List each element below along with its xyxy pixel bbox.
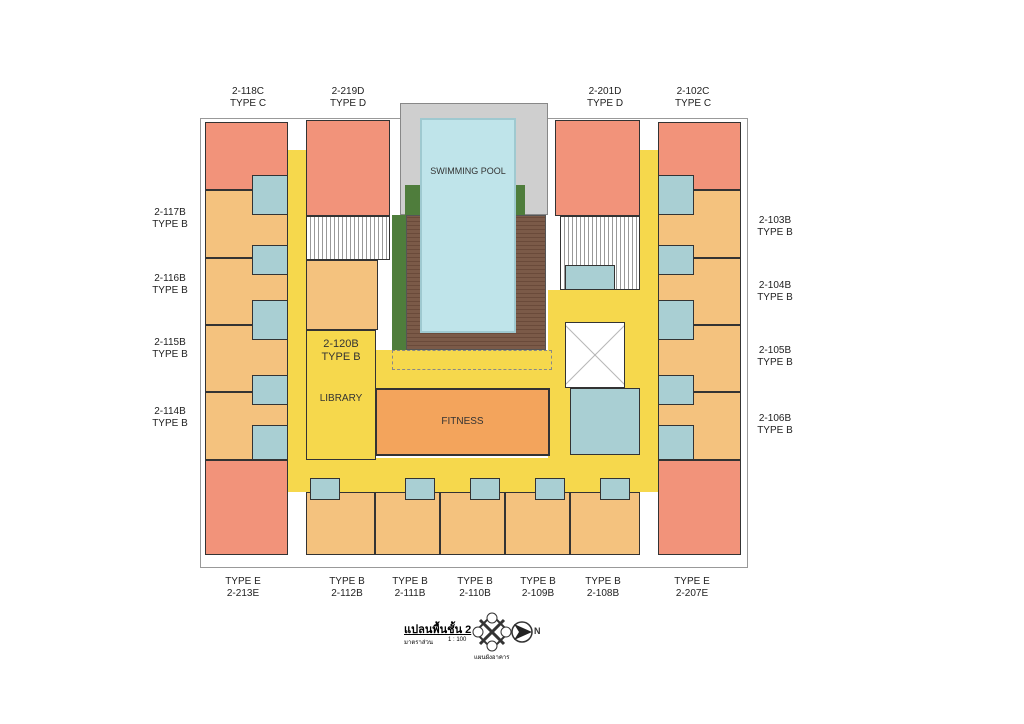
scale-value: 1 : 100: [448, 637, 467, 643]
lift-lobby: [565, 322, 625, 388]
canopy-outline: [392, 350, 552, 370]
unit-2-219D: [306, 120, 390, 216]
bathroom: [658, 300, 694, 340]
fitness-label: FITNESS: [441, 416, 484, 427]
scale-label: มาตราส่วน: [404, 640, 433, 646]
key-plan-icon: [472, 612, 512, 652]
bathroom: [658, 245, 694, 275]
pool-label: SWIMMING POOL: [430, 166, 506, 176]
bathroom: [252, 245, 288, 275]
bathroom: [252, 300, 288, 340]
right-corridor: [640, 150, 658, 492]
bathroom: [658, 425, 694, 460]
stair-west: [306, 216, 390, 260]
unit-2-120B: [306, 260, 378, 330]
public-toilets: [570, 388, 640, 455]
bathroom: [252, 375, 288, 405]
north-arrow-icon: [511, 621, 533, 643]
fitness-room: [375, 388, 550, 456]
bathroom: [405, 478, 435, 500]
unit-2-112B: [306, 492, 375, 555]
left-corridor: [288, 150, 306, 492]
unit-2-207E: [658, 460, 741, 555]
key-plan-label: แผนผังอาคาร: [474, 655, 510, 661]
unit-2-111B: [375, 492, 440, 555]
north-label: N: [534, 626, 541, 636]
library-label: LIBRARY: [319, 393, 363, 404]
bathroom: [658, 175, 694, 215]
unit-2-109B: [505, 492, 570, 555]
bathroom: [252, 175, 288, 215]
bathroom: [535, 478, 565, 500]
garden-west: [392, 215, 406, 350]
library: [306, 330, 376, 460]
elevator: [565, 265, 615, 290]
unit-2-201D: [555, 120, 640, 216]
unit-2-213E: [205, 460, 288, 555]
bathroom: [470, 478, 500, 500]
unit-2-110B: [440, 492, 505, 555]
swimming-pool: [420, 118, 516, 333]
unit-2-108B: [570, 492, 640, 555]
bathroom: [600, 478, 630, 500]
plan-title: แปลนพื้นชั้น 2: [404, 624, 472, 636]
bathroom: [310, 478, 340, 500]
bathroom: [252, 425, 288, 460]
bathroom: [658, 375, 694, 405]
